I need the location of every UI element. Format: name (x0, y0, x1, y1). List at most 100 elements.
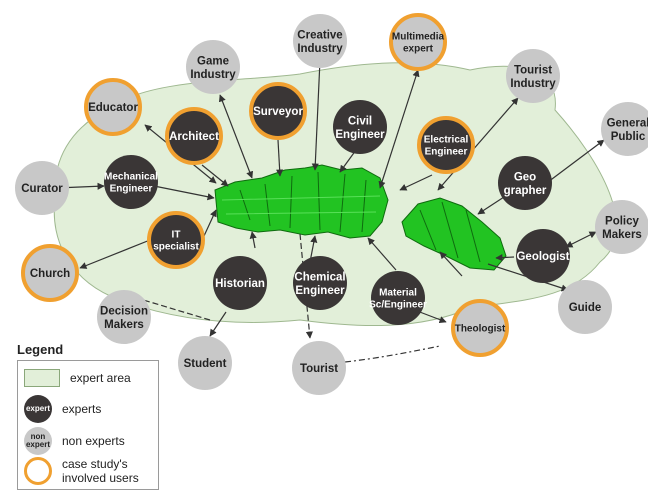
node-label-policy-makers: Policy (605, 215, 639, 227)
node-circle-architect (165, 107, 223, 165)
node-circle-policy-makers (595, 200, 648, 254)
legend-label-non-experts: non experts (62, 434, 125, 448)
node-label-civil-engineer: Civil (348, 115, 372, 127)
node-label-historian: Historian (215, 278, 265, 290)
node-tourist: Tourist (292, 341, 346, 395)
node-architect: Architect (165, 107, 223, 165)
node-geographer: Geo grapher (498, 156, 552, 210)
node-label-chemical-engineer: Engineer (295, 285, 345, 297)
node-circle-surveyor (249, 82, 307, 140)
node-circle-general-public (601, 102, 648, 156)
node-label-geologist: Geologist (516, 251, 569, 263)
node-label-policy-makers: Makers (602, 229, 642, 241)
cave-model-left (214, 164, 389, 239)
node-guide: Guide (558, 280, 612, 334)
case-study-swatch (24, 457, 52, 485)
node-circle-game-industry (186, 40, 240, 94)
node-circle-tourist (292, 341, 346, 395)
node-label-multimedia-expert: expert (403, 44, 434, 55)
node-label-decision-makers: Makers (104, 319, 144, 331)
node-circle-decision-makers (97, 290, 151, 344)
node-label-multimedia-expert: Multimedia (392, 32, 445, 43)
node-circle-electrical-engineer (417, 116, 475, 174)
node-label-tourist: Tourist (300, 363, 338, 375)
node-circle-tourist-industry (506, 49, 560, 103)
node-circle-geographer (498, 156, 552, 210)
nodes-layer: EducatorGameIndustryCreativeIndustryMult… (15, 13, 648, 395)
node-circle-church (21, 244, 79, 302)
node-label-church: Church (30, 268, 70, 280)
node-geologist: Geologist (516, 229, 570, 283)
node-label-creative-industry: Creative (297, 29, 342, 41)
node-label-student: Student (184, 358, 227, 370)
node-circle-geologist (516, 229, 570, 283)
legend-row-expert-area: expert area (24, 369, 131, 387)
node-label-geographer: Geo (514, 171, 536, 183)
node-circle-curator (15, 161, 69, 215)
node-label-game-industry: Game (197, 55, 229, 67)
node-label-creative-industry: Industry (297, 43, 343, 55)
node-circle-theologist (451, 299, 509, 357)
expert-swatch: expert (24, 395, 52, 423)
node-circle-guide (558, 280, 612, 334)
node-label-surveyor: Surveyor (253, 106, 303, 118)
node-educator: Educator (84, 78, 142, 136)
node-label-decision-makers: Decision (100, 305, 148, 317)
node-theologist: Theologist (451, 299, 509, 357)
node-label-mechanical-engineer: Mechanical (104, 172, 158, 183)
node-label-game-industry: Industry (190, 69, 236, 81)
node-label-educator: Educator (88, 102, 138, 114)
node-circle-mechanical-engineer (104, 155, 158, 209)
node-label-architect: Architect (169, 131, 219, 143)
expert-area-swatch (24, 369, 60, 387)
node-label-theologist: Theologist (455, 324, 506, 335)
node-label-it-specialist: IT (172, 230, 181, 241)
legend-label-experts: experts (62, 402, 102, 416)
legend-row-experts: expert experts (24, 395, 101, 423)
node-historian: Historian (213, 256, 267, 310)
node-label-material-engineer: Material (379, 288, 417, 299)
node-label-curator: Curator (21, 183, 63, 195)
node-student: Student (178, 336, 232, 390)
node-curator: Curator (15, 161, 69, 215)
node-circle-historian (213, 256, 267, 310)
node-label-electrical-engineer: Electrical (424, 135, 469, 146)
node-label-general-public: Public (611, 131, 646, 143)
node-church: Church (21, 244, 79, 302)
node-label-electrical-engineer: Engineer (425, 147, 468, 158)
cave-model-right (401, 197, 507, 271)
node-label-material-engineer: Sc/Engineer (369, 300, 427, 311)
node-circle-chemical-engineer (293, 256, 347, 310)
node-circle-creative-industry (293, 14, 347, 68)
node-circle-material-engineer (371, 271, 425, 325)
node-label-geographer: grapher (504, 185, 547, 197)
node-label-tourist-industry: Tourist (514, 64, 552, 76)
node-circle-civil-engineer (333, 100, 387, 154)
node-circle-multimedia-expert (389, 13, 447, 71)
node-label-chemical-engineer: Chemical (294, 271, 345, 283)
legend-label-expert-area: expert area (70, 371, 131, 385)
node-circle-it-specialist (147, 211, 205, 269)
node-label-guide: Guide (569, 302, 602, 314)
node-label-general-public: General (607, 117, 648, 129)
